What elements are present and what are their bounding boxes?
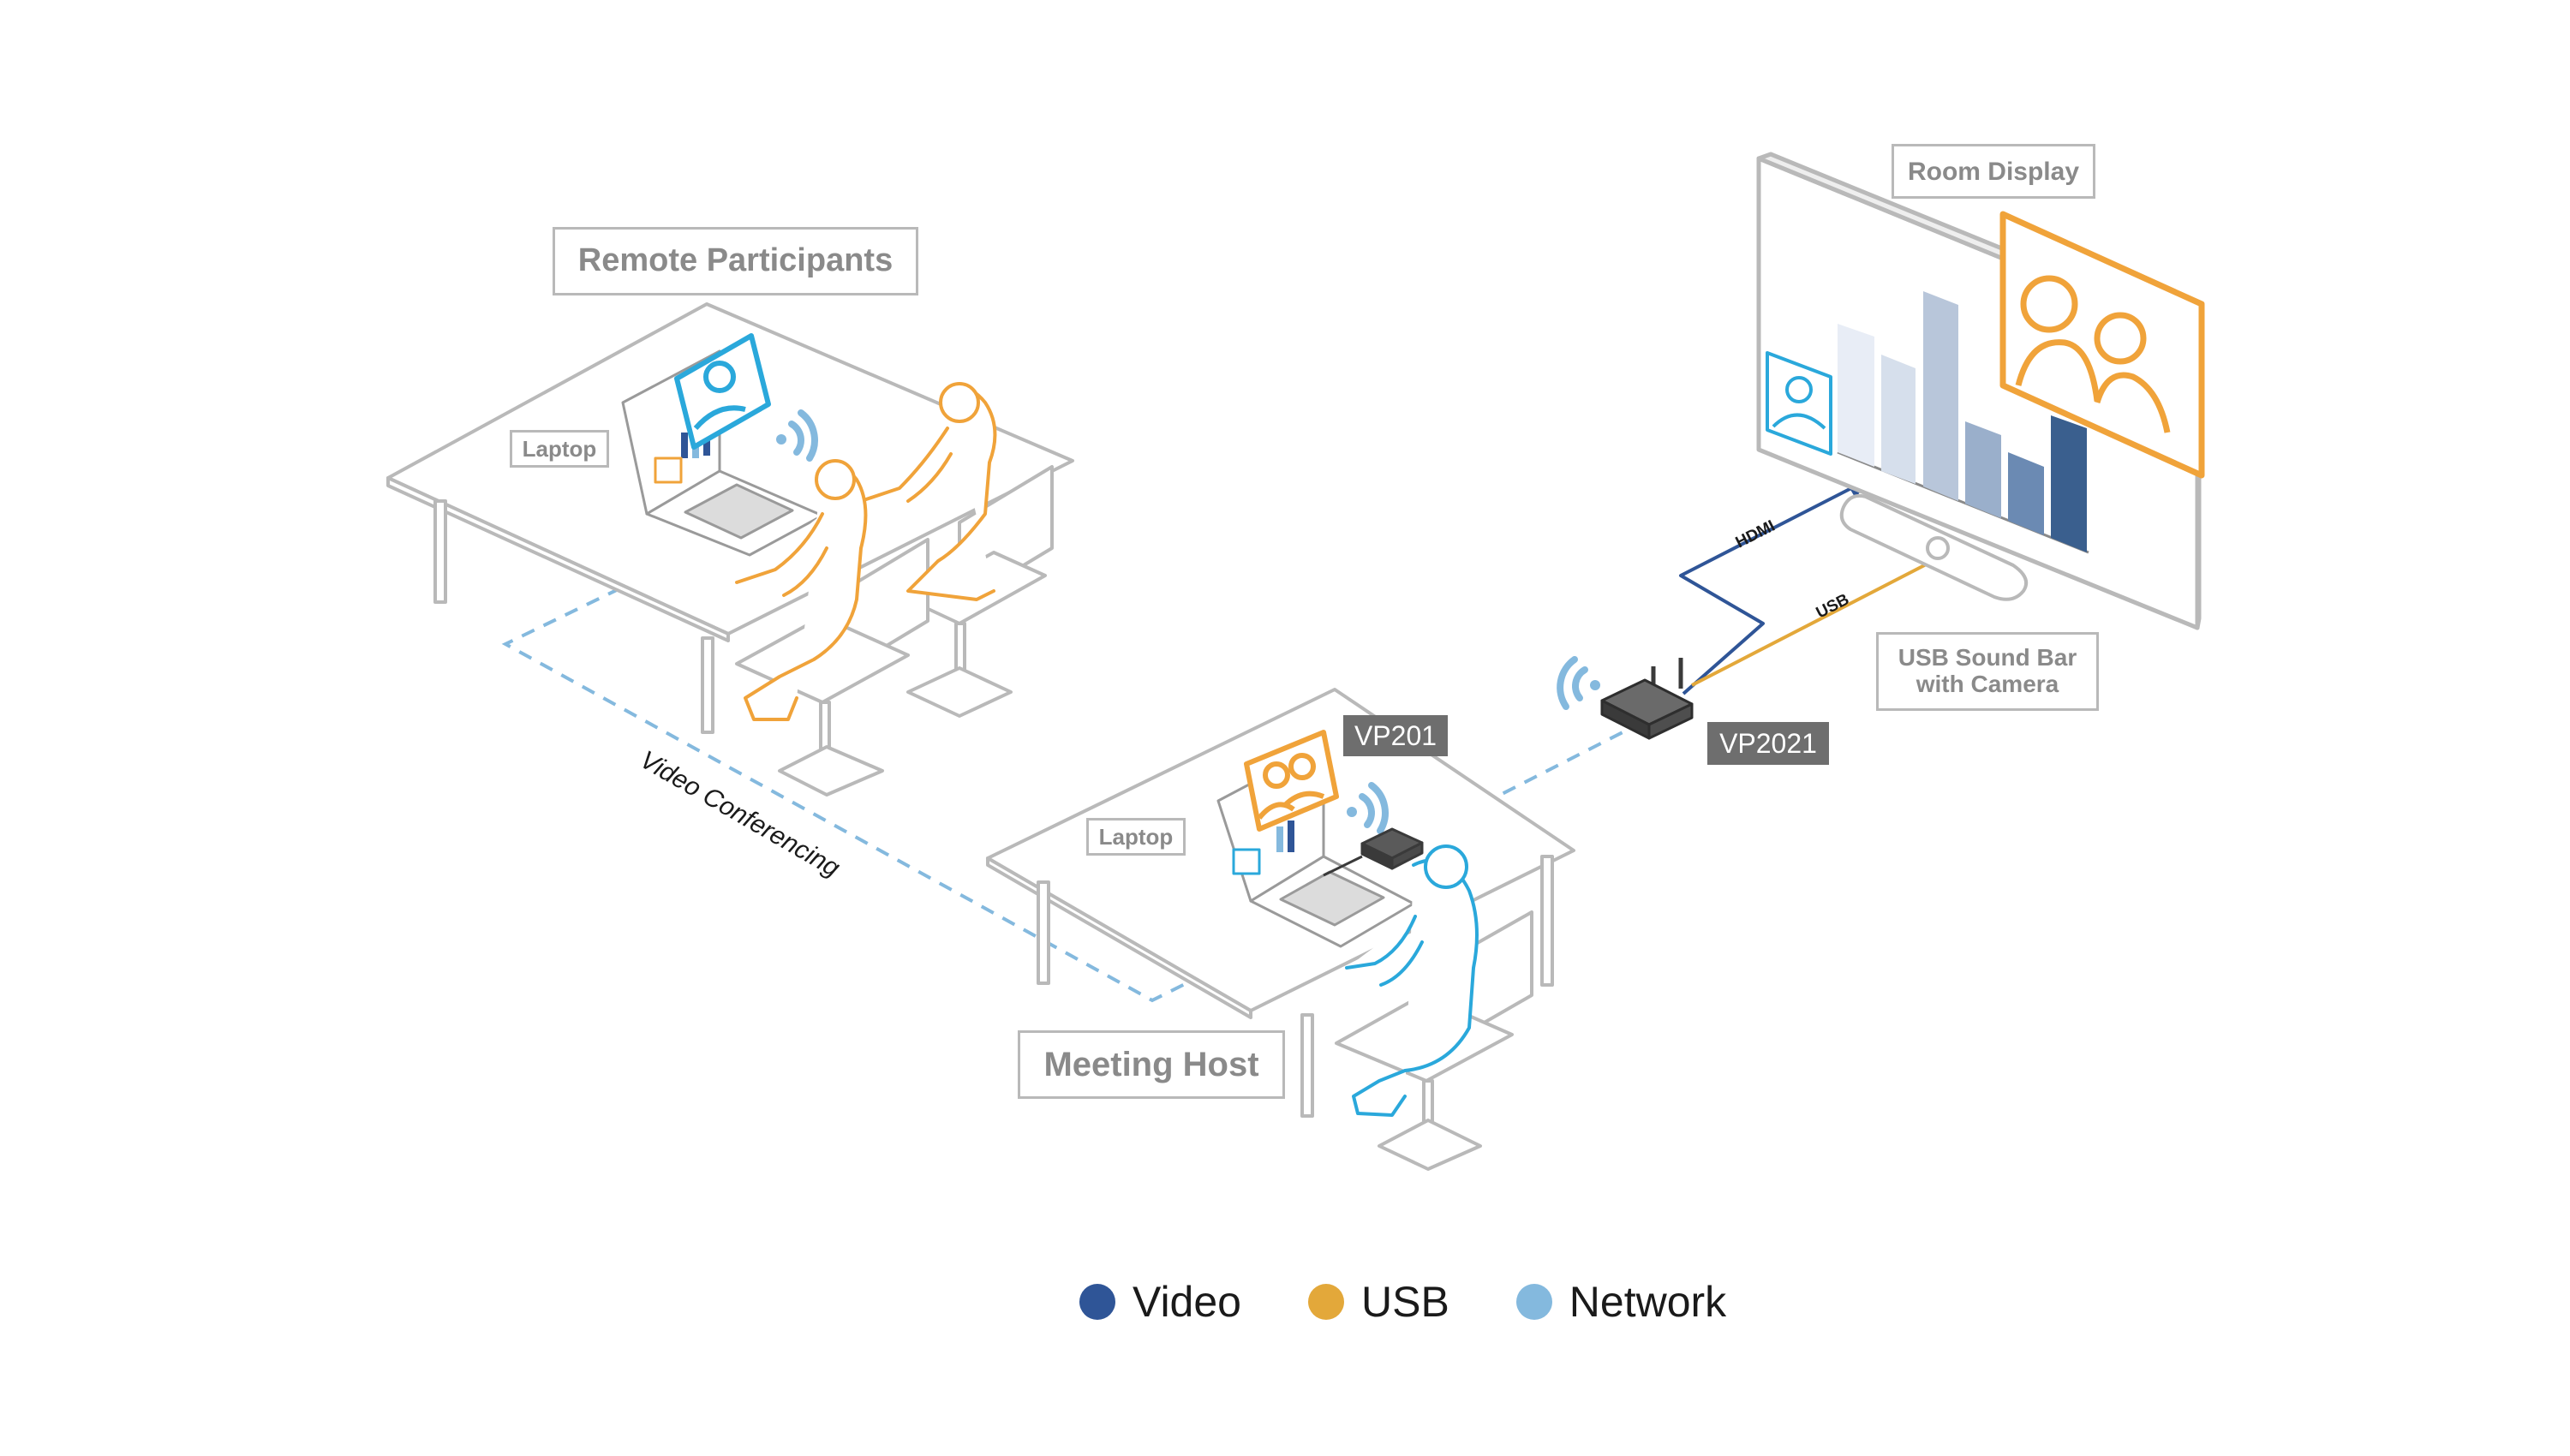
- chart-bar: [1838, 324, 1874, 467]
- host-to-vp2021-link: [1396, 728, 1629, 850]
- remote-laptop-label: Laptop: [510, 430, 609, 468]
- remote-laptop-keyboard: [684, 483, 794, 540]
- hdmi-link: [1679, 478, 1869, 695]
- host-wifi-icon: [1347, 782, 1389, 834]
- remote-video-window: [674, 333, 771, 450]
- host-video-person-head: [1263, 761, 1290, 789]
- host-table-leg: [1037, 880, 1050, 985]
- legend-item-usb: USB: [1307, 1277, 1449, 1327]
- host-chair-foot: [1378, 1119, 1482, 1171]
- host-video-frame: [1244, 730, 1339, 832]
- chart-bar: [1881, 355, 1916, 484]
- sound-bar-label: USB Sound Bar with Camera: [1876, 632, 2099, 711]
- usb-link: [1691, 558, 1937, 687]
- host-table-edge: [986, 856, 1252, 1019]
- hdmi-label: HDMI: [1733, 517, 1778, 552]
- host-table-leg: [1540, 855, 1554, 987]
- remote-video-person-head: [703, 361, 736, 393]
- remote-person-back: [859, 385, 997, 601]
- host-video-person-head: [1288, 753, 1316, 780]
- host-laptop-chart: [1276, 826, 1283, 852]
- remote-wifi-icon: [776, 409, 818, 462]
- legend-usb-dot: [1307, 1284, 1344, 1320]
- remote-person-front-head: [815, 459, 856, 500]
- host-video-window: [1244, 730, 1339, 832]
- vp201-tag: VP201: [1343, 715, 1448, 756]
- legend-item-network: Network: [1515, 1277, 1727, 1327]
- remote-chair-foot: [778, 745, 884, 797]
- room-display-chart: [1838, 291, 2087, 552]
- legend-network-dot: [1515, 1284, 1552, 1320]
- usb-sound-bar: [1839, 493, 2028, 601]
- vp2021-wifi-icon: [1557, 656, 1600, 710]
- remote-participants-label: Remote Participants: [553, 227, 918, 295]
- host-video-person-body: [1257, 791, 1325, 820]
- legend-video-dot: [1079, 1284, 1115, 1320]
- room-display-label: Room Display: [1892, 144, 2095, 199]
- room-display-host-window: [1766, 351, 1832, 456]
- meeting-host-label: Meeting Host: [1018, 1030, 1285, 1099]
- chart-bar: [1965, 421, 2001, 518]
- remote-video-person-body: [693, 405, 746, 431]
- vp2021-device: [1600, 658, 1694, 740]
- host-laptop-chart: [1288, 820, 1294, 852]
- chart-bar: [2008, 452, 2044, 535]
- vp201-device: [1323, 827, 1424, 877]
- remote-table-leg: [433, 499, 447, 604]
- chart-bar: [2051, 415, 2087, 552]
- host-laptop-keyboard: [1279, 870, 1385, 927]
- legend-item-video: Video: [1079, 1277, 1241, 1327]
- remote-participants-people: [735, 382, 997, 721]
- usb-label: USB: [1814, 591, 1852, 623]
- meeting-host-person: [1345, 844, 1479, 1117]
- legend-video-label: Video: [1133, 1278, 1241, 1326]
- vp2021-tag: VP2021: [1707, 722, 1829, 765]
- remote-table: [386, 302, 1074, 734]
- remote-laptop-thumb: [654, 456, 683, 484]
- host-table-leg: [1300, 1013, 1314, 1118]
- chart-bar: [1923, 291, 1958, 501]
- legend-network-label: Network: [1569, 1278, 1727, 1326]
- remote-table-edge: [386, 476, 730, 642]
- host-laptop-thumb: [1232, 848, 1261, 875]
- sound-bar-camera: [1926, 536, 1950, 560]
- room-display-remote-window: [1999, 211, 2205, 479]
- remote-table-leg: [701, 636, 714, 734]
- remote-person-back-head: [939, 382, 980, 423]
- remote-chair-foot: [906, 666, 1013, 718]
- room-display-baseline: [1837, 451, 2089, 554]
- legend-usb-label: USB: [1360, 1278, 1449, 1326]
- remote-laptop-chart: [681, 433, 688, 458]
- legend: Video USB Network: [1079, 1268, 1793, 1336]
- host-laptop-label: Laptop: [1086, 818, 1186, 856]
